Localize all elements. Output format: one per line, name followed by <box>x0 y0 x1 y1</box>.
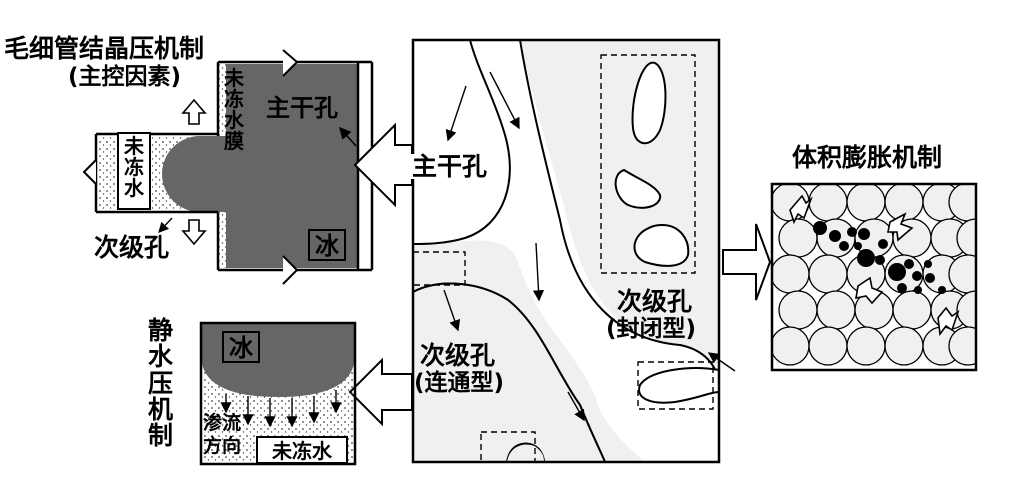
particle-circle <box>948 326 976 366</box>
particle-circle <box>808 326 848 366</box>
arrow-up-icon <box>181 98 207 125</box>
particle-circle <box>808 254 848 294</box>
particle-circle <box>808 184 848 222</box>
hydro-char-1: 静 <box>148 316 174 345</box>
break-mark-bottom <box>282 255 299 285</box>
break-mark-top <box>282 49 299 77</box>
main-pore-label-left: 主干孔 <box>266 94 338 122</box>
closed-pore-1 <box>631 61 667 145</box>
volume-title: 体积膨胀机制 <box>792 143 943 172</box>
ice-dots <box>813 221 946 294</box>
particle-circle <box>816 290 856 330</box>
film-char-2: 冻 <box>224 87 244 111</box>
hydro-char-5: 制 <box>148 421 174 450</box>
particle-circle <box>772 326 810 366</box>
particle-circle <box>778 218 818 258</box>
expansion-arrow-icons <box>789 194 960 337</box>
secondary-open-label: 次级孔 <box>420 341 496 370</box>
uw-char-1: 未 <box>124 134 144 158</box>
hydrostatic-title: 静 水 压 机 制 <box>148 316 174 450</box>
ice-label-hydrostatic: 冰 <box>222 331 260 363</box>
closed-pore-3 <box>633 223 690 267</box>
particle-circle <box>892 290 932 330</box>
hydro-char-2: 水 <box>148 342 174 372</box>
capillary-title: 毛细管结晶压机制 <box>4 34 205 63</box>
unfrozen-water-film-label: 未 冻 水 膜 <box>224 68 244 152</box>
main-pore-channel <box>413 40 719 462</box>
uw-char-2: 冻 <box>124 155 144 179</box>
ice-body <box>162 64 358 268</box>
big-arrow-right <box>722 223 772 301</box>
particle-circle <box>948 184 976 222</box>
secondary-closed-type: (封闭型) <box>606 316 697 342</box>
film-char-4: 膜 <box>224 129 244 153</box>
capillary-subtitle: (主控因素) <box>68 64 182 90</box>
seepage-line-1: 渗流 <box>203 412 242 434</box>
unfrozen-water-label-bottom: 未冻水 <box>256 436 348 464</box>
film-char-1: 未 <box>224 66 244 90</box>
uw-char-3: 水 <box>124 176 144 200</box>
seepage-line-2: 方向 <box>203 435 242 457</box>
film-char-3: 水 <box>224 108 244 132</box>
big-arrow-left-top <box>353 122 413 208</box>
particle-circle <box>956 218 976 258</box>
particle-circle <box>846 326 886 366</box>
secondary-closed-label: 次级孔 <box>617 287 693 316</box>
secondary-open-type: (连通型) <box>414 370 505 396</box>
particle-circle <box>846 184 886 222</box>
particle-circle <box>956 290 976 330</box>
particle-circle <box>948 254 976 294</box>
closed-pore-2 <box>614 168 662 209</box>
particle-circle <box>778 290 818 330</box>
secondary-pore-label-left: 次级孔 <box>94 233 170 262</box>
big-arrow-left-bottom <box>348 357 413 427</box>
unfrozen-water-box: 未 冻 水 <box>117 132 151 210</box>
main-pore-label-center: 主干孔 <box>410 152 490 181</box>
break-mark-left <box>82 159 97 185</box>
ice-label-capillary: 冰 <box>308 229 346 261</box>
particle-circle <box>772 254 810 294</box>
hydro-char-4: 机 <box>148 394 174 424</box>
particle-circle <box>884 326 924 366</box>
arrow-down-icon <box>181 219 207 246</box>
hydro-char-3: 压 <box>148 368 174 398</box>
volume-panel <box>770 182 978 372</box>
pore-network-panel <box>411 38 736 464</box>
